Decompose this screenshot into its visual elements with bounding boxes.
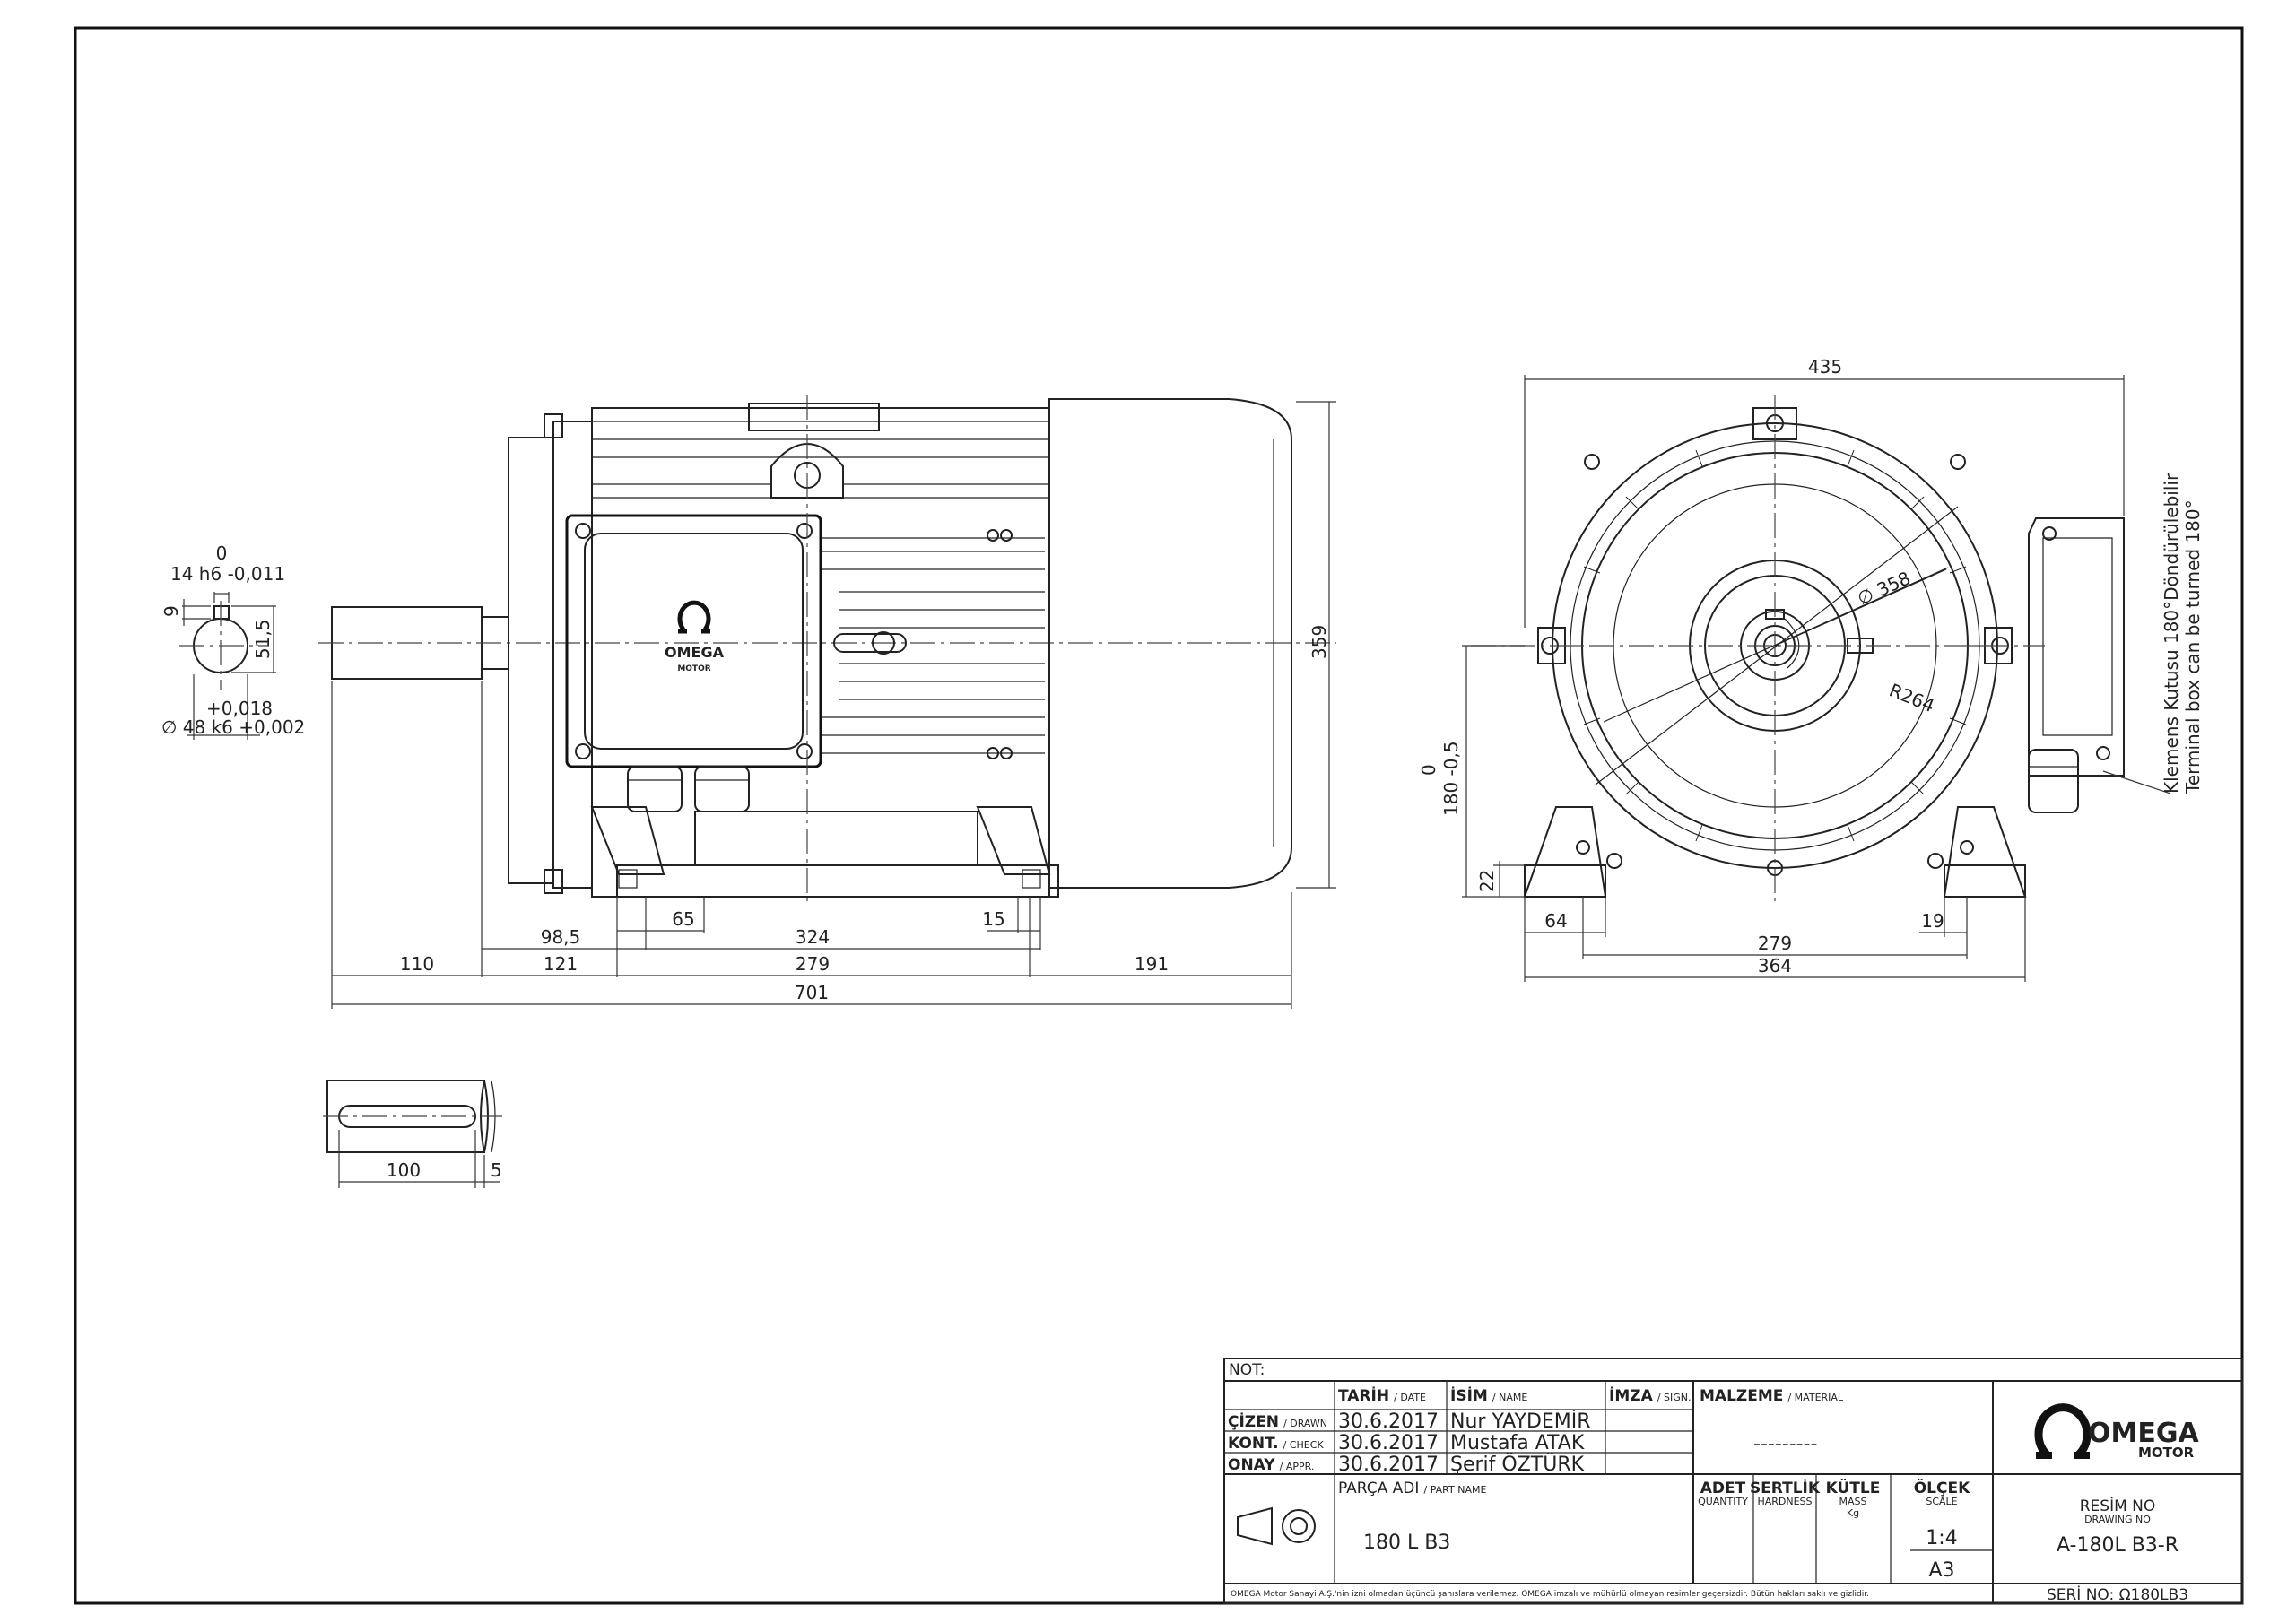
name-drawn: Nur YAYDEMİR — [1450, 1410, 1591, 1433]
qty-label-en: QUANTITY — [1698, 1496, 1748, 1507]
serial-number: SERİ NO: Ω180LB3 — [2047, 1585, 2188, 1604]
material-value: --------- — [1753, 1433, 1817, 1455]
dim-110: 110 — [400, 953, 434, 975]
key-width-dim: 14 h6 -0,011 — [170, 563, 285, 585]
role-appr-en: / APPR. — [1280, 1461, 1315, 1472]
dim-435: 435 — [1808, 356, 1842, 378]
tol-plus: +0,018 — [206, 698, 273, 719]
dim-64: 64 — [1544, 910, 1567, 932]
cooling-fins-side — [821, 537, 1045, 754]
shaft-height-dim: 51,5 — [252, 619, 274, 659]
scale-label-en: SCALE — [1926, 1496, 1957, 1507]
key-dim-100: 100 — [387, 1159, 421, 1181]
footer-disclaimer: OMEGA Motor Sanayi A.Ş.'nin izni olmadan… — [1231, 1590, 1869, 1599]
radius-264: R264 — [1886, 679, 1937, 716]
col-sign-en: / SIGN. — [1657, 1392, 1692, 1403]
foot-height-22: 22 — [1476, 870, 1498, 892]
key-depth-dim: 9 — [161, 605, 182, 617]
not-label: NOT: — [1229, 1361, 1265, 1379]
dim-65: 65 — [672, 908, 694, 930]
svg-text:ÇİZEN / DRAWN: ÇİZEN / DRAWN — [1228, 1411, 1327, 1431]
svg-text:KONT. / CHECK: KONT. / CHECK — [1228, 1435, 1324, 1453]
side-logo-word: OMEGA — [665, 644, 725, 661]
key-dim-5: 5 — [491, 1159, 502, 1181]
dim-191: 191 — [1135, 953, 1169, 975]
scale-value: 1:4 — [1926, 1527, 1957, 1549]
shaft-diameter-dim: ∅ 48 k6 +0,002 — [161, 716, 305, 738]
col-sign: İMZA — [1609, 1385, 1654, 1405]
tol-zero: 0 — [216, 542, 228, 564]
dim-279-side: 279 — [796, 953, 830, 975]
dim-121: 121 — [544, 953, 578, 975]
omega-logo-side: OMEGA MOTOR — [665, 600, 725, 673]
name-appr: Şerif ÖZTÜRK — [1450, 1453, 1585, 1476]
title-block: NOT: TARİH / DATE İSİM / NAME İMZA / SIG… — [1223, 1358, 2243, 1604]
svg-text:ONAY / APPR.: ONAY / APPR. — [1228, 1456, 1314, 1474]
dia-358: ∅ 358 — [1854, 567, 1913, 609]
logo-sub: MOTOR — [2138, 1445, 2195, 1461]
name-check: Mustafa ATAK — [1450, 1432, 1585, 1454]
col-date: TARİH — [1338, 1385, 1389, 1405]
dim-19: 19 — [1921, 910, 1944, 932]
scale-label: ÖLÇEK — [1914, 1478, 1970, 1497]
svg-text:PARÇA ADI / PART NAME: PARÇA ADI / PART NAME — [1338, 1480, 1486, 1497]
dim-364: 364 — [1758, 955, 1792, 976]
side-logo-sub: MOTOR — [677, 664, 710, 673]
hard-label: SERTLİK — [1750, 1478, 1821, 1497]
terminal-box — [565, 514, 822, 768]
svg-text:İSİM / NAME: İSİM / NAME — [1450, 1385, 1527, 1405]
col-name-en: / NAME — [1492, 1392, 1527, 1403]
material-label-en: / MATERIAL — [1787, 1392, 1843, 1403]
dim-15: 15 — [982, 908, 1004, 930]
drawing-value: A-180L B3-R — [2057, 1534, 2179, 1557]
role-drawn: ÇİZEN — [1228, 1411, 1279, 1431]
shaft-height-zero: 0 — [1418, 764, 1439, 776]
svg-text:TARİH / DATE: TARİH / DATE — [1338, 1385, 1426, 1405]
shaft-height-180: 180 -0,5 — [1440, 741, 1462, 816]
terminal-note-tr: Klemens Kutusu 180°Döndürülebilir — [2161, 473, 2182, 794]
logo-word: OMEGA — [2088, 1418, 2199, 1449]
role-appr: ONAY — [1228, 1456, 1275, 1474]
date-drawn: 30.6.2017 — [1338, 1410, 1439, 1433]
date-appr: 30.6.2017 — [1338, 1454, 1439, 1476]
role-check-en: / CHECK — [1283, 1439, 1325, 1451]
shaft-section-view: 0 14 h6 -0,011 9 51,5 +0,018 ∅ 48 k6 +0,… — [161, 542, 305, 740]
role-drawn-en: / DRAWN — [1283, 1418, 1327, 1429]
dim-324: 324 — [796, 926, 830, 948]
key-view: 100 5 — [323, 1080, 502, 1188]
part-label: PARÇA ADI — [1338, 1480, 1419, 1497]
svg-text:MALZEME / MATERIAL: MALZEME / MATERIAL — [1700, 1387, 1844, 1405]
paper-size: A3 — [1928, 1559, 1954, 1582]
role-check: KONT. — [1228, 1435, 1279, 1453]
dim-359: 359 — [1309, 625, 1330, 659]
terminal-note-en: Terminal box can be turned 180° — [2182, 499, 2204, 794]
part-label-en: / PART NAME — [1424, 1484, 1487, 1496]
dim-701: 701 — [795, 982, 829, 1003]
omega-logo: OMEGA MOTOR — [2034, 1403, 2199, 1461]
dim-98-5: 98,5 — [541, 926, 581, 948]
side-view: OMEGA MOTOR 359 98 — [318, 395, 1336, 1009]
mass-label: KÜTLE — [1826, 1478, 1881, 1497]
material-label: MALZEME — [1700, 1387, 1783, 1405]
qty-label: ADET — [1700, 1480, 1746, 1497]
svg-text:İMZA / SIGN.: İMZA / SIGN. — [1609, 1385, 1692, 1405]
front-view: ∅ 358 R264 435 0 180 -0,5 22 64 19 279 3… — [1418, 356, 2204, 982]
hard-label-en: HARDNESS — [1757, 1496, 1812, 1507]
date-check: 30.6.2017 — [1338, 1432, 1439, 1454]
projection-symbol — [1237, 1506, 1316, 1546]
part-value: 180 L B3 — [1363, 1532, 1450, 1554]
drawing-label: RESİM NO — [2080, 1497, 2156, 1515]
mass-unit: Kg — [1847, 1507, 1859, 1519]
col-name: İSİM — [1450, 1385, 1488, 1405]
mass-label-en: MASS — [1839, 1496, 1867, 1507]
drawing-frame — [74, 26, 2244, 1605]
dim-279-front: 279 — [1758, 933, 1792, 954]
col-date-en: / DATE — [1394, 1392, 1426, 1403]
drawing-label-en: DRAWING NO — [2084, 1514, 2151, 1525]
cooling-fins-upper — [592, 421, 1049, 499]
